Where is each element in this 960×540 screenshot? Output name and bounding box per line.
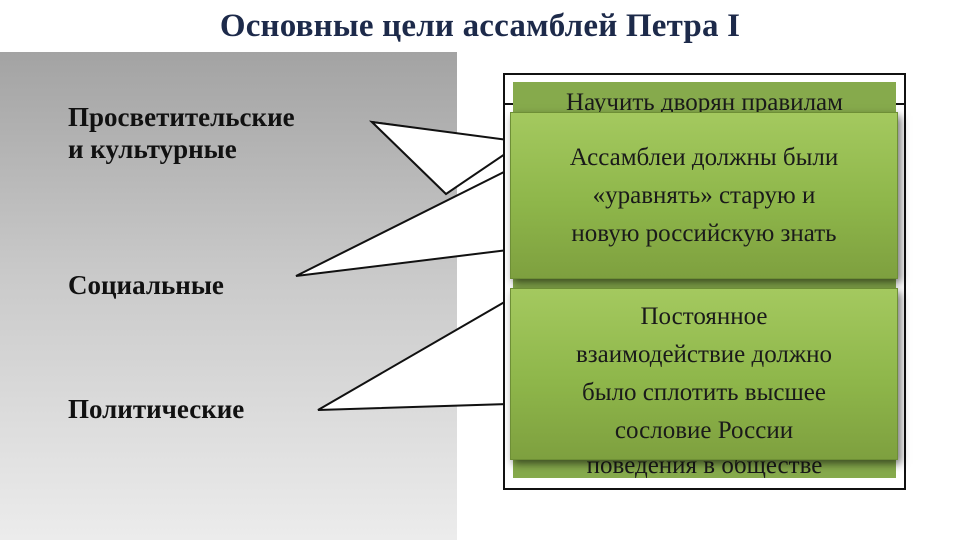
category-cultural: Просветительские и культурные xyxy=(68,102,295,164)
category-political: Политические xyxy=(68,394,245,424)
hidden-card-top-text: Научить дворян правилам xyxy=(566,89,843,116)
slide-title: Основные цели ассамблей Петра I xyxy=(219,8,741,44)
goal-card-social: Ассамблеи должны были «уравнять» старую … xyxy=(510,112,898,279)
callout-political-shape xyxy=(317,298,509,411)
goal-card-political-text: Постоянное взаимодействие должно было сп… xyxy=(575,303,833,444)
goal-card-social-text: Ассамблеи должны были «уравнять» старую … xyxy=(569,143,839,247)
callout-social-shape xyxy=(295,168,509,277)
category-social: Социальные xyxy=(68,270,224,300)
goal-card-political: Постоянное взаимодействие должно было сп… xyxy=(510,288,898,460)
left-gray-panel xyxy=(0,52,457,540)
